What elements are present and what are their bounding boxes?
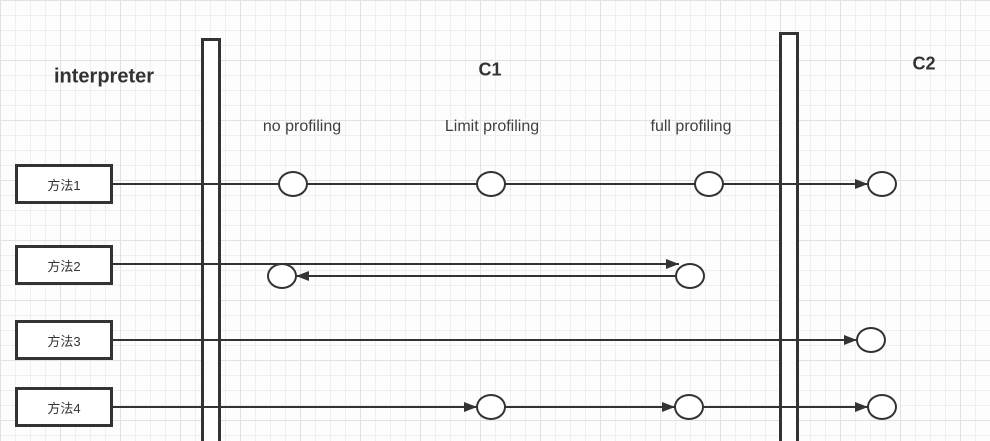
lane-divider-bar[interactable] <box>201 38 221 441</box>
stage-circle[interactable] <box>867 171 897 197</box>
interpreter-lane-title: interpreter <box>53 65 155 88</box>
flow-line[interactable] <box>112 339 857 341</box>
stage-circle[interactable] <box>674 394 704 420</box>
method-box-label: 方法3 <box>47 333 81 349</box>
c1-lane-title: C1 <box>478 59 502 80</box>
stage-circle[interactable] <box>278 171 308 197</box>
c2-lane-title: C2 <box>912 53 936 74</box>
arrowhead-right-icon <box>855 402 868 412</box>
stage-circle[interactable] <box>856 327 886 353</box>
column-label-limit-profiling: Limit profiling <box>444 118 540 135</box>
method-box-label: 方法1 <box>47 177 81 193</box>
arrowhead-right-icon <box>855 179 868 189</box>
arrowhead-right-icon <box>464 402 477 412</box>
stage-circle[interactable] <box>267 263 297 289</box>
stage-circle[interactable] <box>675 263 705 289</box>
arrowhead-right-icon <box>844 335 857 345</box>
method-box[interactable]: 方法1 <box>15 164 113 204</box>
flow-line[interactable] <box>477 406 675 408</box>
method-box[interactable]: 方法2 <box>15 245 113 285</box>
arrowhead-left-icon <box>296 271 309 281</box>
flow-line[interactable] <box>296 275 676 277</box>
column-label-full-profiling: full profiling <box>650 118 732 135</box>
lane-divider-bar[interactable] <box>779 32 799 441</box>
stage-circle[interactable] <box>476 394 506 420</box>
stage-circle[interactable] <box>476 171 506 197</box>
flow-line[interactable] <box>675 406 868 408</box>
method-box-label: 方法4 <box>47 400 81 416</box>
method-box[interactable]: 方法3 <box>15 320 113 360</box>
flow-line[interactable] <box>112 263 679 265</box>
method-box-label: 方法2 <box>47 258 81 274</box>
stage-circle[interactable] <box>867 394 897 420</box>
arrowhead-right-icon <box>666 259 679 269</box>
stage-circle[interactable] <box>694 171 724 197</box>
flow-line[interactable] <box>112 406 477 408</box>
arrowhead-right-icon <box>662 402 675 412</box>
column-label-no-profiling: no profiling <box>262 118 342 135</box>
method-box[interactable]: 方法4 <box>15 387 113 427</box>
